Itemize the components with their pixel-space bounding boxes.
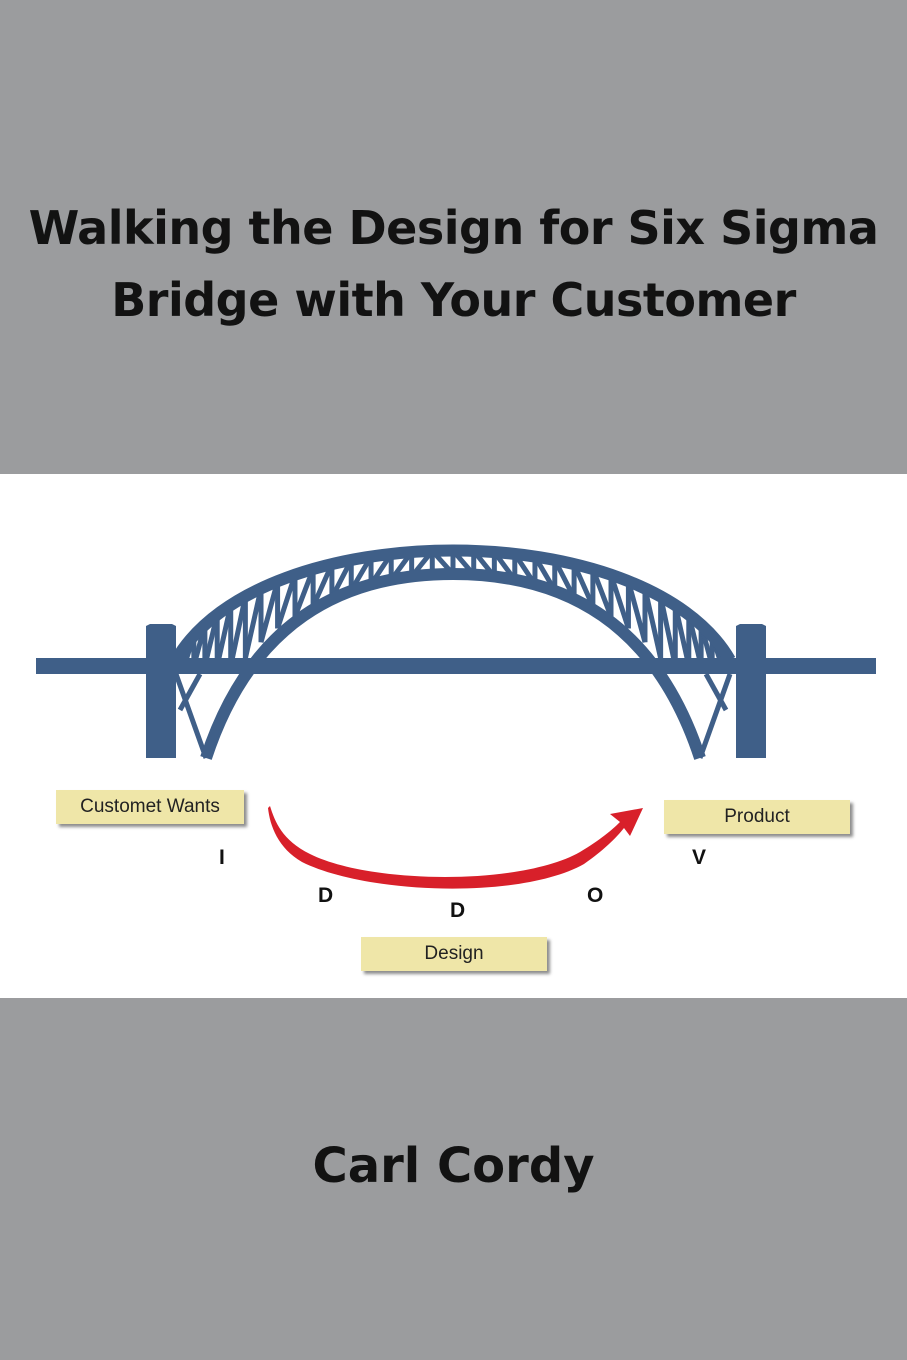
- top-band: Walking the Design for Six Sigma Bridge …: [0, 0, 907, 474]
- bridge-diagram: [36, 544, 876, 889]
- truss-diagonal: [590, 568, 614, 618]
- truss-diagonal: [228, 595, 248, 667]
- author-name: Carl Cordy: [312, 1138, 595, 1194]
- truss-diagonal: [658, 595, 678, 667]
- truss-diagonal: [258, 580, 280, 643]
- red-arrow-icon: [268, 806, 643, 889]
- title-line-2: Bridge with Your Customer: [111, 273, 796, 327]
- truss-diagonal: [242, 587, 264, 659]
- truss-diagonal: [292, 568, 316, 618]
- pier-brace: [173, 673, 209, 759]
- bottom-band: Carl Cordy: [0, 998, 907, 1360]
- bridge-icon: [36, 544, 876, 760]
- letter-identify: I: [219, 846, 225, 869]
- pier-brace: [177, 672, 203, 712]
- customer-wants-note: Customet Wants: [56, 790, 244, 824]
- letter-design: D: [450, 899, 466, 922]
- truss-diagonal: [571, 563, 596, 608]
- truss-diagonal: [626, 580, 648, 643]
- letter-optimize: O: [587, 884, 604, 907]
- pier-brace: [703, 672, 729, 712]
- truss-diagonal: [672, 604, 692, 667]
- product-note: Product: [664, 800, 850, 834]
- truss-diagonal: [275, 573, 298, 630]
- bridge-illustration: Customet Wants Product Design I D D O V: [0, 474, 907, 998]
- truss-diagonal: [310, 563, 335, 608]
- book-title: Walking the Design for Six Sigma Bridge …: [0, 192, 907, 336]
- pier-brace: [697, 673, 733, 759]
- truss-diagonal: [214, 604, 234, 667]
- letter-verify: V: [692, 846, 707, 869]
- title-line-1: Walking the Design for Six Sigma: [28, 201, 879, 255]
- design-note: Design: [361, 937, 547, 971]
- truss-diagonal: [642, 587, 664, 659]
- truss-diagonal: [608, 573, 631, 630]
- letter-define: D: [318, 884, 334, 907]
